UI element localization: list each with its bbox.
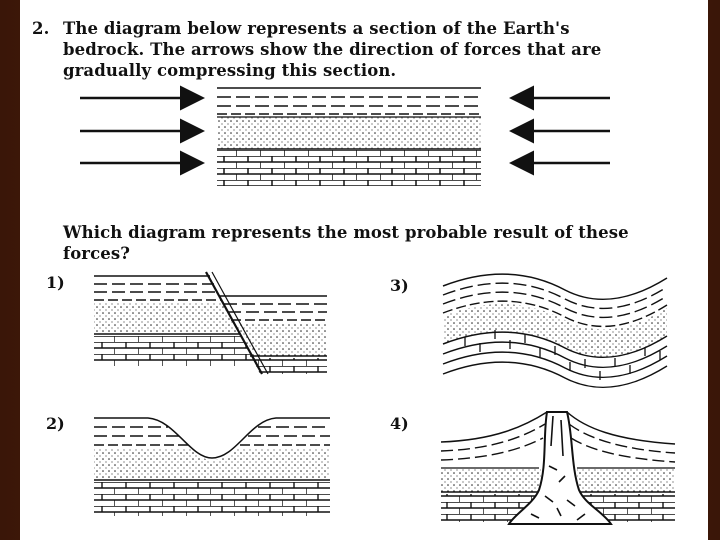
question-number: 2. xyxy=(32,19,50,38)
option-1-label[interactable]: 1) xyxy=(46,273,65,292)
rock-layers xyxy=(217,87,481,186)
prompt-line-2: forces? xyxy=(63,244,130,263)
worksheet-page: 2. The diagram below represents a sectio… xyxy=(20,0,708,540)
option-1-fault-diagram[interactable] xyxy=(90,270,340,380)
option-4-intrusion-diagram[interactable] xyxy=(435,406,685,526)
option-3-folded-diagram[interactable] xyxy=(435,268,685,389)
option-2-valley-diagram[interactable] xyxy=(90,410,340,520)
stem-line-2: bedrock. The arrows show the direction o… xyxy=(63,40,602,59)
option-3-label[interactable]: 3) xyxy=(390,276,409,295)
bedrock-section-diagram xyxy=(80,85,610,186)
question-stem: The diagram below represents a section o… xyxy=(63,18,601,81)
option-4-label[interactable]: 4) xyxy=(390,414,409,433)
question-prompt: Which diagram represents the most probab… xyxy=(63,222,629,264)
right-compression-arrows xyxy=(509,85,610,176)
limestone-layer xyxy=(217,150,481,186)
sandstone-layer xyxy=(217,117,481,149)
prompt-line-1: Which diagram represents the most probab… xyxy=(63,223,629,242)
fault-line xyxy=(205,271,263,375)
stem-line-3: gradually compressing this section. xyxy=(63,61,397,80)
option-2-label[interactable]: 2) xyxy=(46,414,65,433)
left-compression-arrows xyxy=(80,85,205,176)
stem-line-1: The diagram below represents a section o… xyxy=(63,19,570,38)
magma-intrusion xyxy=(507,411,613,525)
